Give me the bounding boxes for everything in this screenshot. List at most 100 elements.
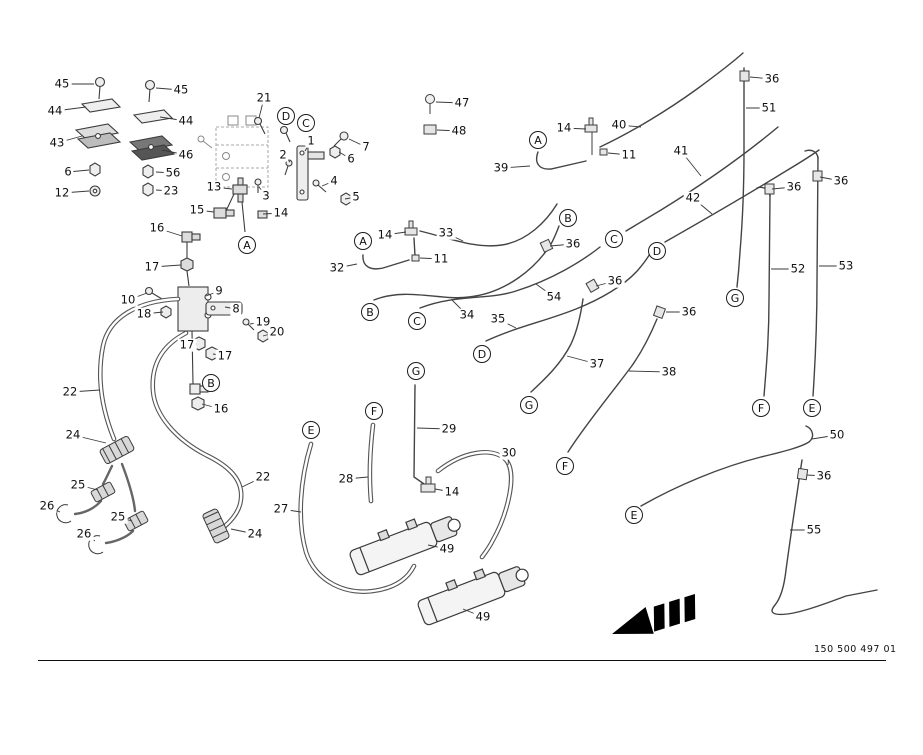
hose-end-fittings xyxy=(56,435,230,555)
port-label-F: F xyxy=(752,399,770,417)
part-number-39: 39 xyxy=(491,160,511,175)
footer-rule xyxy=(38,660,886,661)
part-number-36: 36 xyxy=(762,71,782,86)
pipe-38 xyxy=(567,318,658,453)
part-number-35: 35 xyxy=(488,311,508,326)
part-number-15: 15 xyxy=(187,202,207,217)
port-label-E: E xyxy=(803,399,821,417)
pipe-42 xyxy=(664,149,820,243)
part-number-50: 50 xyxy=(827,427,847,442)
union-36c xyxy=(812,170,823,182)
part-number-11: 11 xyxy=(431,251,451,266)
part-number-48: 48 xyxy=(449,123,469,138)
port-label-B: B xyxy=(559,209,577,227)
part-number-19: 19 xyxy=(253,314,273,329)
port-label-A: A xyxy=(529,131,547,149)
pipe-53 xyxy=(812,156,819,397)
port-label-E: E xyxy=(625,506,643,524)
port-label-B: B xyxy=(361,303,379,321)
part-number-44: 44 xyxy=(45,103,65,118)
port-label-C: C xyxy=(297,114,315,132)
part-number-32: 32 xyxy=(327,260,347,275)
coupling-25b xyxy=(123,510,149,532)
port-label-A: A xyxy=(238,236,256,254)
part-number-40: 40 xyxy=(609,117,629,132)
port-label-D: D xyxy=(648,242,666,260)
part-number-9: 9 xyxy=(213,283,225,298)
part-number-4: 4 xyxy=(328,173,340,188)
screw-47 xyxy=(425,94,435,104)
port-label-G: G xyxy=(407,362,425,380)
nut-6b xyxy=(329,145,341,159)
part-number-26: 26 xyxy=(74,526,94,541)
clamp-half-43 xyxy=(74,123,120,140)
pipe-52 xyxy=(763,194,771,397)
part-number-16: 16 xyxy=(211,401,231,416)
union-36e xyxy=(585,278,600,294)
control-block-9 xyxy=(177,286,209,332)
pipe-32 xyxy=(362,254,410,270)
pipe-32-link xyxy=(413,237,416,257)
part-number-56: 56 xyxy=(163,165,183,180)
nut-23 xyxy=(142,182,154,197)
part-number-34: 34 xyxy=(457,307,477,322)
hydraulic-cylinder-1 xyxy=(349,516,461,576)
part-number-36: 36 xyxy=(814,468,834,483)
port-label-C: C xyxy=(605,230,623,248)
screw-2 xyxy=(285,159,293,167)
fitting-16c xyxy=(191,396,205,411)
direction-arrow xyxy=(612,594,696,634)
port-label-D: D xyxy=(277,107,295,125)
part-number-25: 25 xyxy=(108,509,128,524)
clamp-26a xyxy=(56,504,72,524)
pipe-55 xyxy=(771,459,878,616)
part-number-38: 38 xyxy=(659,364,679,379)
part-number-6: 6 xyxy=(345,151,357,166)
part-number-33: 33 xyxy=(436,225,456,240)
control-block-assembly xyxy=(144,286,269,411)
part-number-36: 36 xyxy=(784,179,804,194)
part-number-37: 37 xyxy=(587,356,607,371)
screw-7 xyxy=(339,131,349,141)
part-number-45: 45 xyxy=(171,82,191,97)
part-number-28: 28 xyxy=(336,471,356,486)
part-number-23: 23 xyxy=(161,183,181,198)
pipe-35 xyxy=(485,249,653,342)
part-number-49: 49 xyxy=(473,609,493,624)
union-36d xyxy=(539,238,554,253)
part-number-14: 14 xyxy=(554,120,574,135)
port-label-F: F xyxy=(365,402,383,420)
part-number-14: 14 xyxy=(375,227,395,242)
pipe-51 xyxy=(736,67,745,288)
pipe-40 xyxy=(599,52,744,148)
nut-11b xyxy=(411,254,420,262)
part-number-12: 12 xyxy=(52,185,72,200)
pipe-41 xyxy=(625,126,779,232)
part-number-49: 49 xyxy=(437,541,457,556)
nut-48 xyxy=(423,124,437,135)
hydraulic-cylinders xyxy=(349,516,529,626)
part-number-36: 36 xyxy=(831,173,851,188)
part-number-10: 10 xyxy=(118,292,138,307)
part-number-24: 24 xyxy=(63,427,83,442)
part-number-3: 3 xyxy=(260,188,272,203)
part-number-53: 53 xyxy=(836,258,856,273)
part-number-36: 36 xyxy=(605,273,625,288)
part-number-55: 55 xyxy=(804,522,824,537)
ribbed-fitting-24a xyxy=(99,435,135,465)
nut-18 xyxy=(160,305,172,319)
part-number-17: 17 xyxy=(215,348,235,363)
part-number-13: 13 xyxy=(204,179,224,194)
clamp-assembly-left xyxy=(74,76,122,197)
bracket-assembly xyxy=(253,116,352,206)
bolt-10 xyxy=(144,286,154,296)
part-number-11: 11 xyxy=(619,147,639,162)
part-number-30: 30 xyxy=(499,445,519,460)
pipe-54 xyxy=(419,246,601,309)
pipe-39 xyxy=(535,151,587,170)
part-number-16: 16 xyxy=(147,220,167,235)
clamp-26b xyxy=(88,535,104,555)
port-label-A: A xyxy=(354,232,372,250)
steel-pipes xyxy=(362,52,878,616)
